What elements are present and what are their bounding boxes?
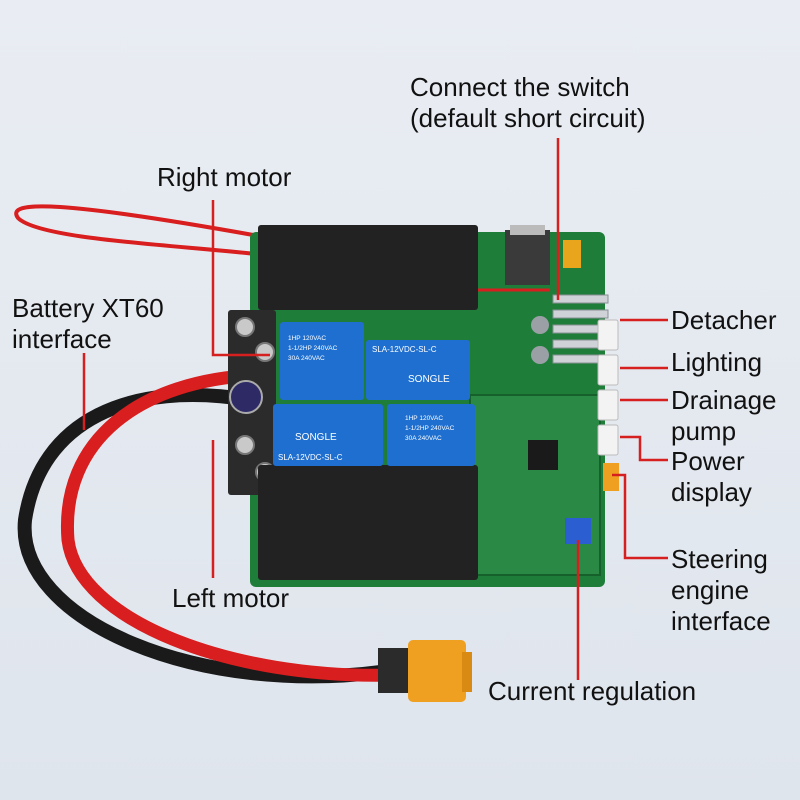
regulator-tab — [510, 225, 545, 235]
xt60-connector — [378, 640, 472, 702]
small-cap-2 — [531, 346, 549, 364]
relay-brand-text-2: SONGLE — [295, 432, 337, 443]
relay-rating-a-2: 1-1/2HP 240VAC — [288, 345, 338, 352]
label-power-display: Power display — [671, 446, 752, 507]
pcb-sub-board — [470, 395, 600, 575]
label-detacher: Detacher — [671, 305, 777, 335]
label-left-motor: Left motor — [172, 583, 290, 613]
relay-rating-a-1: 1HP 120VAC — [288, 335, 326, 342]
relay-rating-a-3: 30A 240VAC — [288, 355, 325, 362]
relay-top-left — [280, 322, 364, 400]
steering-connector — [603, 463, 619, 491]
relay-rating-b-2: 1-1/2HP 240VAC — [405, 425, 455, 432]
relay-bottom-left — [273, 404, 383, 466]
side-connectors — [597, 319, 619, 456]
potentiometer — [565, 518, 591, 544]
relay-model-text: SLA-12VDC-SL-C — [372, 345, 437, 354]
label-right-motor: Right motor — [157, 162, 292, 192]
leader-steering — [612, 473, 668, 560]
relay-top-right — [366, 340, 470, 400]
regulator-chip — [505, 230, 550, 285]
relay-bottom-right — [387, 404, 475, 466]
label-lighting: Lighting — [671, 347, 763, 377]
capacitor — [229, 380, 263, 414]
mcu-chip — [528, 440, 558, 470]
right-motor-wire-red — [14, 204, 271, 257]
small-cap-1 — [531, 316, 549, 334]
top-cover — [258, 225, 478, 310]
bottom-cover — [258, 465, 478, 580]
battery-cable-red — [60, 368, 396, 682]
relay-brand-text: SONGLE — [408, 374, 450, 385]
leader-lines — [82, 138, 668, 680]
label-battery-xt60: Battery XT60 interface — [12, 293, 164, 354]
leader-right-motor — [211, 200, 270, 357]
label-current-regulation: Current regulation — [488, 676, 697, 706]
relay-model-text-2: SLA-12VDC-SL-C — [278, 453, 343, 462]
jumper-yellow — [563, 240, 581, 268]
label-connect-switch: Connect the switch (default short circui… — [410, 72, 646, 133]
label-steering-engine: Steering engine interface — [671, 544, 771, 636]
relay-rating-b-1: 1HP 120VAC — [405, 415, 443, 422]
relay-rating-b-3: 30A 240VAC — [405, 435, 442, 442]
leader-power — [620, 435, 668, 462]
label-drainage-pump: Drainage pump — [671, 385, 777, 446]
